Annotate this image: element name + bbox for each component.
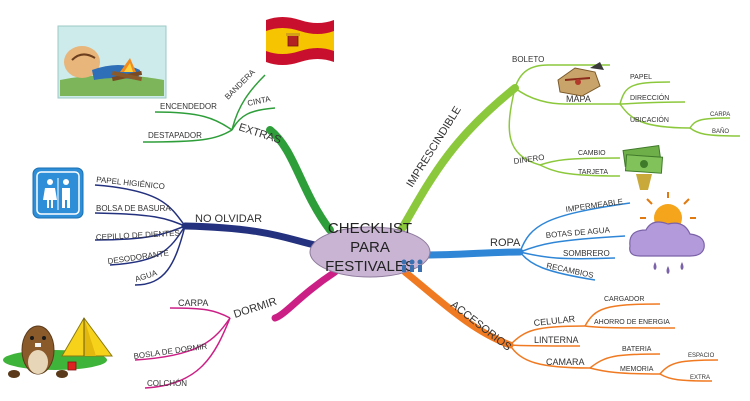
label-bandera[interactable]: BANDERA	[223, 67, 257, 101]
label-destapador[interactable]: DESTAPADOR	[148, 131, 202, 140]
tent-icon	[3, 317, 113, 378]
map-icon	[557, 62, 604, 97]
label-cinta[interactable]: CINTA	[247, 94, 272, 108]
label-cambio[interactable]: CAMBIO	[578, 150, 606, 157]
label-tarjeta[interactable]: TARJETA	[578, 169, 608, 176]
branch-imprescindible	[396, 84, 519, 236]
label-no-olvidar[interactable]: NO OLVIDAR	[195, 213, 262, 225]
label-extra[interactable]: EXTRA	[690, 375, 710, 381]
label-cargador[interactable]: CARGADOR	[604, 296, 644, 303]
center-line-3: FESTIVALES	[325, 258, 415, 275]
label-bano[interactable]: BAÑO	[712, 128, 729, 135]
label-accesorios[interactable]: ACCESORIOS	[448, 299, 513, 354]
label-carpa-dormir[interactable]: CARPA	[178, 298, 208, 308]
label-impermeable[interactable]: IMPERMEABLE	[565, 197, 623, 214]
branch-dormir	[271, 268, 339, 322]
center-node[interactable]: CHECKLIST PARA FESTIVALES	[309, 220, 431, 278]
label-dormir[interactable]: DORMIR	[232, 296, 278, 321]
dormir-sub-lines	[134, 307, 231, 389]
label-ropa[interactable]: ROPA	[490, 237, 521, 249]
label-mapa[interactable]: MAPA	[566, 94, 591, 104]
branch-no-olvidar	[181, 222, 319, 249]
label-bolsa-dormir[interactable]: BOSLA DE DORMIR	[133, 342, 208, 361]
label-boleto[interactable]: BOLETO	[512, 55, 544, 64]
spain-flag-icon	[266, 17, 334, 65]
label-carpa-ubicacion[interactable]: CARPA	[710, 112, 730, 118]
label-ubicacion[interactable]: UBICACIÓN	[630, 115, 669, 124]
label-encendedor[interactable]: ENCENDEDOR	[160, 102, 217, 111]
weather-icon	[629, 192, 705, 274]
accesorios-sub-lines	[509, 303, 719, 382]
branch-ropa	[421, 248, 524, 259]
people-icon	[401, 259, 423, 272]
label-colchon[interactable]: COLCHÓN	[147, 379, 187, 388]
label-papel-higienico[interactable]: PAPEL HIGIÉNICO	[96, 175, 165, 191]
branch-accesorios	[401, 268, 514, 349]
label-camara[interactable]: CAMARA	[546, 357, 585, 367]
label-papel[interactable]: PAPEL	[630, 74, 652, 81]
center-line-1: CHECKLIST	[328, 220, 412, 237]
label-memoria[interactable]: MEMORIA	[620, 366, 654, 373]
label-sombrero[interactable]: SOMBRERO	[563, 249, 610, 258]
ropa-sub-lines	[519, 202, 631, 281]
label-desodorante[interactable]: DESODORANTE	[107, 248, 169, 266]
label-cepillo[interactable]: CEPILLO DE DIENTES	[96, 229, 180, 242]
label-extras[interactable]: EXTRAS	[237, 121, 283, 146]
label-celular[interactable]: CELULAR	[533, 314, 576, 328]
label-recambios[interactable]: RECAMBIOS	[546, 261, 595, 280]
label-linterna[interactable]: LINTERNA	[534, 335, 579, 345]
label-ahorro[interactable]: AHORRO DE ENERGIA	[594, 319, 670, 326]
center-line-2: PARA	[350, 239, 390, 256]
branch-extras	[266, 126, 334, 234]
label-dinero[interactable]: DINERO	[513, 153, 545, 166]
campfire-icon	[57, 25, 167, 99]
label-agua[interactable]: AGUA	[134, 268, 159, 284]
no-olvidar-sub-lines	[94, 184, 186, 286]
label-espacio[interactable]: ESPACIO	[688, 353, 715, 359]
imprescindible-sub-lines	[508, 64, 741, 177]
label-direccion[interactable]: DIRECCIÓN	[630, 93, 669, 102]
restroom-icon	[32, 167, 84, 219]
label-bateria[interactable]: BATERIA	[622, 346, 652, 353]
money-icon	[622, 145, 664, 190]
extras-sub-lines	[142, 74, 276, 143]
label-bolsa-basura[interactable]: BOLSA DE BASURA	[96, 204, 171, 213]
